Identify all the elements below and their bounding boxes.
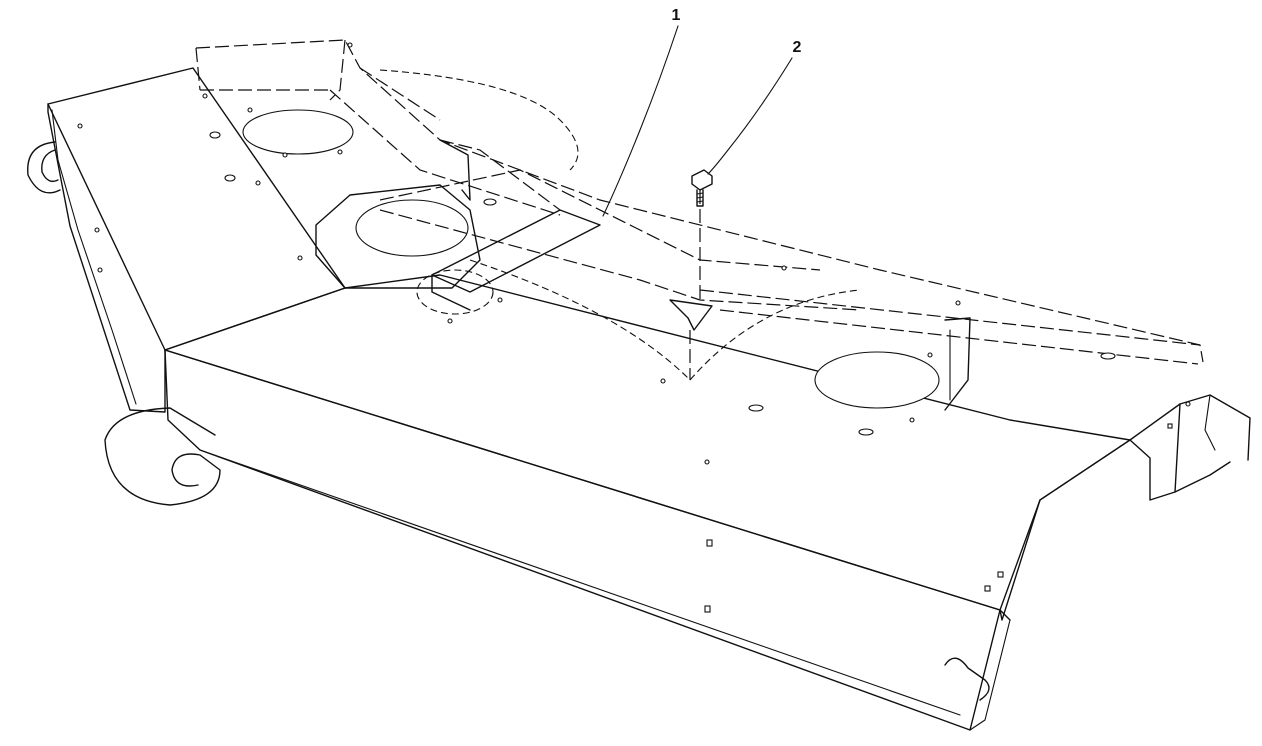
spindle-hole-center <box>355 199 469 257</box>
mounting-plate <box>315 184 481 289</box>
deck-top-surface <box>164 274 1131 621</box>
leader-line-2 <box>707 57 793 175</box>
spindle-hole-right <box>814 351 940 409</box>
spindle-hole-rear <box>242 109 354 155</box>
front-right-hook <box>944 657 990 701</box>
callout-labels: 1 2 <box>672 7 802 56</box>
leader-line-1 <box>602 25 679 217</box>
callout-leaders <box>602 25 793 217</box>
mounting-holes <box>77 42 1191 613</box>
spindle-holes <box>242 109 940 409</box>
deflector-bracket <box>379 139 861 381</box>
inner-baffle-rail <box>699 289 1201 411</box>
rear-left-hook <box>27 141 61 194</box>
callout-label-1: 1 <box>672 7 681 24</box>
callout-label-2: 2 <box>793 39 802 56</box>
bolt <box>691 169 713 207</box>
right-channel-rail <box>1039 394 1251 501</box>
front-left-hook <box>104 407 221 506</box>
front-skirt <box>164 349 1041 731</box>
